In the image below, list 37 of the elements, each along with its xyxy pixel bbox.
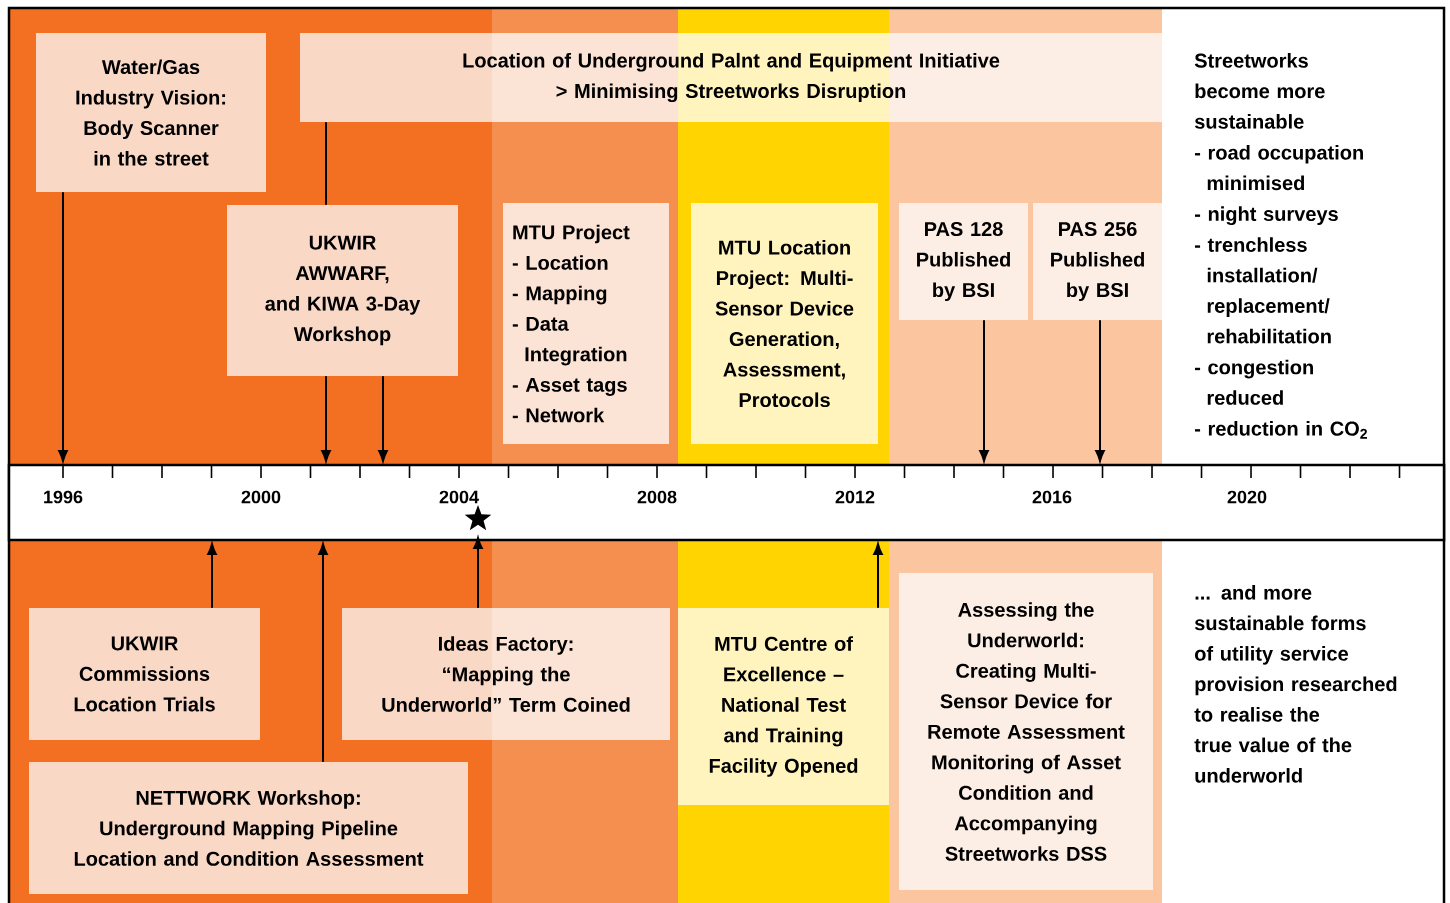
event-box: Ideas Factory: “Mapping the Underworld” Term Coined xyxy=(342,608,670,740)
event-box: UKWIR AWWARF, and KIWA 3-Day Workshop xyxy=(227,205,458,376)
event-box: MTU Location Project: Multi-Sensor Device Generation, Assessment, Protocols xyxy=(691,203,878,444)
year-label: 2016 xyxy=(1032,490,1072,504)
arrow xyxy=(378,375,388,462)
year-label: 2000 xyxy=(241,490,281,504)
note-text: - trenchless installation/ replacement/ rehabilitation xyxy=(1195,237,1331,344)
note-text: - congestion reduced xyxy=(1195,359,1313,405)
note-text: ... and more sustainable forms of utility service provision researched to realise the true value of the underworld xyxy=(1194,585,1397,783)
event-box: NETTWORK Workshop: Underground Mapping Pipeline Location and Condition Assessment xyxy=(29,762,468,894)
event-box: Assessing the Underworld: Creating Multi-Sensor Device for Remote Assessment Monitoring of Asset Condition and Accompanying Streetworks DSS xyxy=(899,573,1153,890)
event-box: Water/Gas Industry Vision: Body Scanner in the street xyxy=(36,33,266,192)
arrow xyxy=(1095,319,1105,462)
arrow xyxy=(873,543,883,609)
year-label: 1996 xyxy=(44,490,83,504)
arrow xyxy=(58,191,68,462)
note-text: Streetworks become more sustainable xyxy=(1194,53,1325,129)
node-label: > Minimising Streetworks Disruption xyxy=(556,83,906,103)
note-text: - night surveys xyxy=(1195,206,1338,226)
star-marker xyxy=(464,505,492,531)
year-label: 2004 xyxy=(439,490,479,504)
arrow xyxy=(207,543,217,609)
event-box: PAS 128 Published by BSI xyxy=(899,203,1028,320)
arrow xyxy=(473,537,483,609)
note-text: - reduction in CO$_{2}$ xyxy=(1195,421,1367,439)
year-label: 2008 xyxy=(637,490,677,504)
year-label: 2012 xyxy=(835,490,875,504)
arrow xyxy=(318,543,328,763)
event-box: Location of Underground Palnt and Equipment Initiative > Minimising Streetworks Disruption xyxy=(300,33,1162,122)
event-box: MTU Project - Location - Mapping - Data Integration - Asset tags - Network xyxy=(503,203,669,444)
arrow xyxy=(979,319,989,462)
event-box: UKWIR Commissions Location Trials xyxy=(29,608,260,740)
note-text: - road occupation minimised xyxy=(1195,144,1363,191)
event-box: MTU Centre of Excellence – National Test and Training Facility Opened xyxy=(678,608,889,805)
year-label: 2020 xyxy=(1227,490,1267,504)
event-box: PAS 256 Published by BSI xyxy=(1033,203,1162,320)
arrow xyxy=(321,375,331,462)
